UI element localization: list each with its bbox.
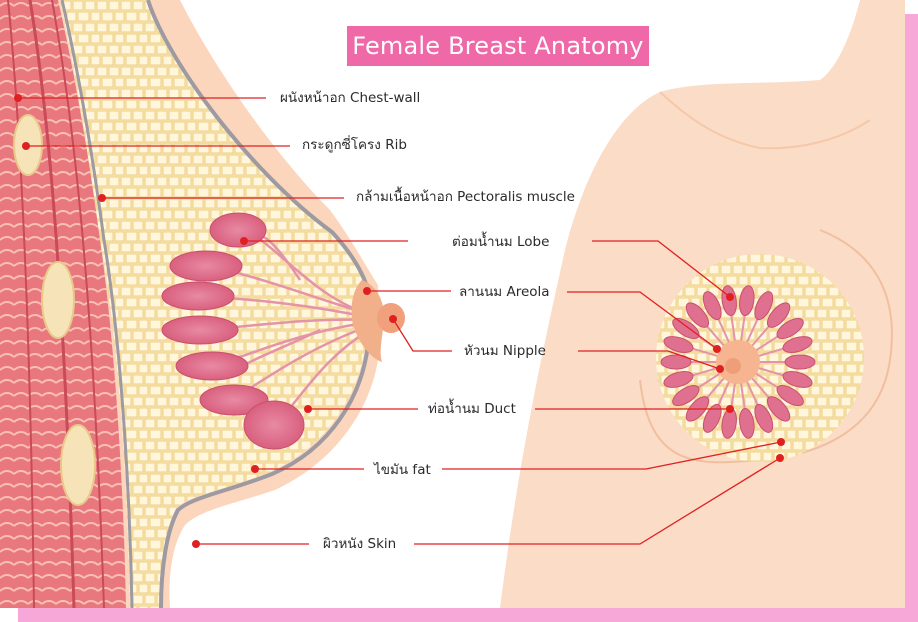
label-chest-wall: ผนังหน้าอก Chest-wall <box>280 89 420 107</box>
label-rib: กระดูกซี่โครง Rib <box>302 136 407 154</box>
nipple-front <box>725 358 741 374</box>
label-nipple: หัวนม Nipple <box>464 342 546 360</box>
label-fat: ไขมัน fat <box>374 461 431 479</box>
label-skin: ผิวหนัง Skin <box>323 535 396 553</box>
front-view <box>500 0 905 608</box>
rib-2 <box>42 262 74 338</box>
rib-3 <box>61 425 95 505</box>
diagram-title: Female Breast Anatomy <box>347 26 649 66</box>
label-pectoralis: กล้ามเนื้อหน้าอก Pectoralis muscle <box>356 188 575 206</box>
lobe-front <box>785 355 815 369</box>
diagram-panel: Female Breast Anatomy ผนังหน้าอก Chest-w… <box>0 0 905 608</box>
anatomy-illustration <box>0 0 905 608</box>
label-lobe: ต่อมน้ำนม Lobe <box>452 233 549 251</box>
label-areola: ลานนม Areola <box>459 283 550 301</box>
label-duct: ท่อน้ำนม Duct <box>428 400 516 418</box>
